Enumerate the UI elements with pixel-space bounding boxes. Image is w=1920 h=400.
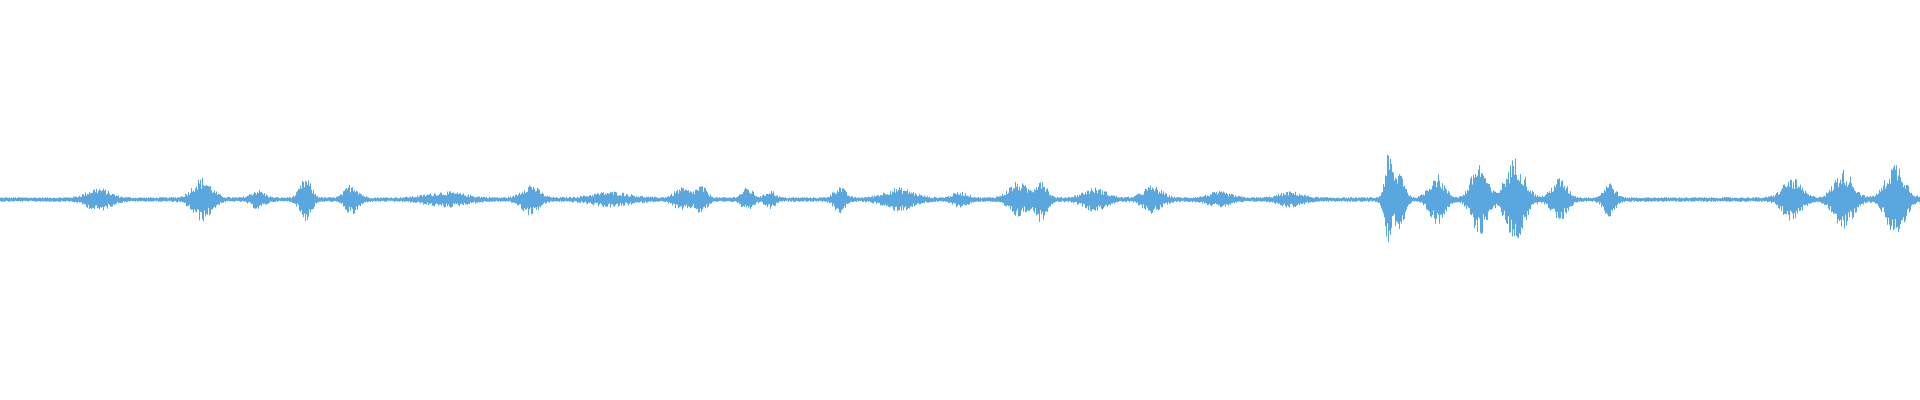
waveform-samples bbox=[0, 154, 1920, 243]
waveform-path bbox=[0, 154, 1920, 243]
